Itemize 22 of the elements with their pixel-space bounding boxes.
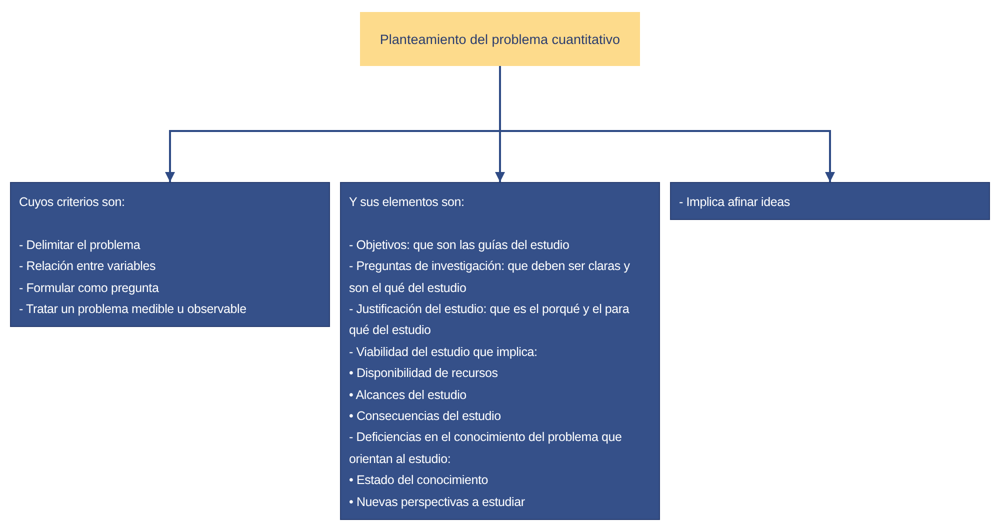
list-item: • Disponibilidad de recursos bbox=[349, 365, 499, 382]
list-item: - Delimitar el problema bbox=[19, 236, 142, 254]
list-item: - Tratar un problema medible u observable bbox=[19, 301, 248, 318]
list-item: - Implica afinar ideas bbox=[679, 194, 791, 211]
box-text: Planteamiento del problema cuantitativo bbox=[380, 32, 620, 46]
content-box bbox=[670, 182, 990, 220]
box-heading: Cuyos criterios son: bbox=[19, 194, 126, 211]
list-item: - Objetivos: que son las guías del estudio bbox=[349, 236, 570, 254]
list-item: • Nuevas perspectivas a estudiar bbox=[349, 494, 526, 511]
list-item: - Viabilidad del estudio que implica: bbox=[349, 344, 538, 361]
box-heading: Y sus elementos son: bbox=[349, 194, 466, 211]
list-item: - Relación entre variables bbox=[19, 258, 157, 276]
list-item: - Formular como pregunta bbox=[19, 280, 160, 297]
list-item: • Estado del conocimiento bbox=[349, 472, 490, 490]
list-item: - Deficiencias en el conocimiento del problema que orientan al estudio: bbox=[349, 429, 623, 468]
content-box bbox=[10, 182, 330, 328]
content-box bbox=[340, 182, 660, 520]
title-box bbox=[360, 12, 640, 66]
list-item: - Justificación del estudio: que es el porqué y el para qué del estudio bbox=[349, 301, 630, 340]
list-item: • Alcances del estudio bbox=[349, 386, 468, 404]
list-item: • Consecuencias del estudio bbox=[349, 408, 502, 426]
list-item: - Preguntas de investigación: que deben ser claras y son el qué del estudio bbox=[349, 258, 631, 297]
